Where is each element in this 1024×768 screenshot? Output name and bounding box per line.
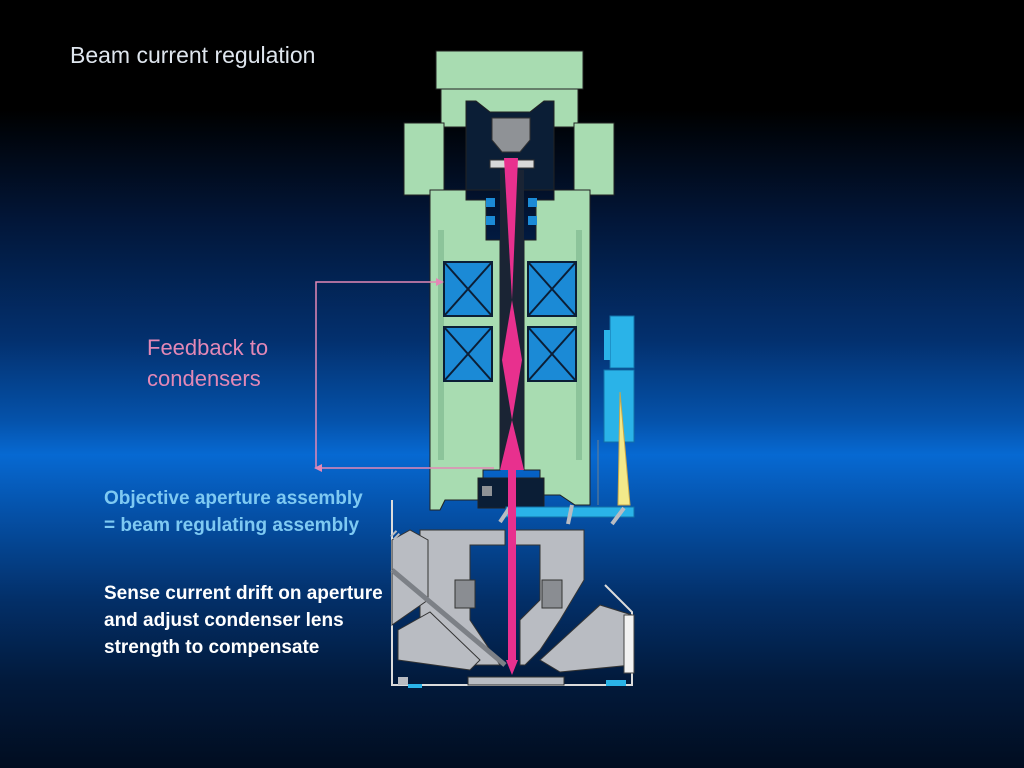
- detector-light-guide: [617, 391, 631, 506]
- left-wall: [438, 230, 444, 460]
- upper-right-block: [573, 122, 615, 196]
- coil-cross-icon: [527, 326, 577, 382]
- aperture-holder: [482, 486, 492, 496]
- arrow-right-icon: [436, 278, 444, 286]
- gun-align-coil-l2: [486, 216, 495, 225]
- gun-align-coil-l1: [486, 198, 495, 207]
- emitter-tip: [491, 117, 531, 153]
- beam-segment-3: [500, 420, 524, 470]
- coil-cross-icon: [443, 326, 493, 382]
- slit-b: [566, 504, 574, 525]
- feedback-line: [315, 281, 494, 469]
- detector-wedge: [604, 330, 610, 360]
- stage-foot-right: [606, 680, 626, 686]
- right-wall: [576, 230, 582, 460]
- right-port: [623, 614, 635, 674]
- slit-c: [610, 506, 626, 526]
- detector-upper: [609, 315, 635, 369]
- beam-segment-1: [504, 158, 518, 300]
- upper-left-block: [403, 122, 445, 196]
- chamber-left-wall: [391, 529, 429, 626]
- oblique-probe: [390, 568, 507, 667]
- gun-align-coil-r2: [528, 216, 537, 225]
- coil-cross-icon: [527, 261, 577, 317]
- arrow-left-icon: [314, 464, 322, 472]
- gun-align-coil-r1: [528, 198, 537, 207]
- pole-slot-right: [541, 579, 563, 609]
- beam-tip: [506, 660, 518, 675]
- gun-cap: [435, 50, 584, 90]
- stage-foot-left: [398, 677, 408, 685]
- specimen-stage: [467, 676, 565, 686]
- pole-slot-left: [454, 579, 476, 609]
- beam-segment-2: [502, 300, 522, 420]
- chamber-floor-left: [397, 611, 481, 671]
- sense-current-label: Sense current drift on aperture and adju…: [104, 583, 383, 658]
- coil-cross-icon: [443, 261, 493, 317]
- beam-segment-4: [508, 470, 516, 660]
- stage-blue-left: [408, 684, 422, 688]
- threaded-rod: [390, 530, 415, 555]
- feedback-label: Feedback to condensers: [147, 335, 269, 391]
- objective-aperture-label: Objective aperture assembly = beam regul…: [104, 488, 363, 536]
- slide-title: Beam current regulation: [70, 42, 316, 68]
